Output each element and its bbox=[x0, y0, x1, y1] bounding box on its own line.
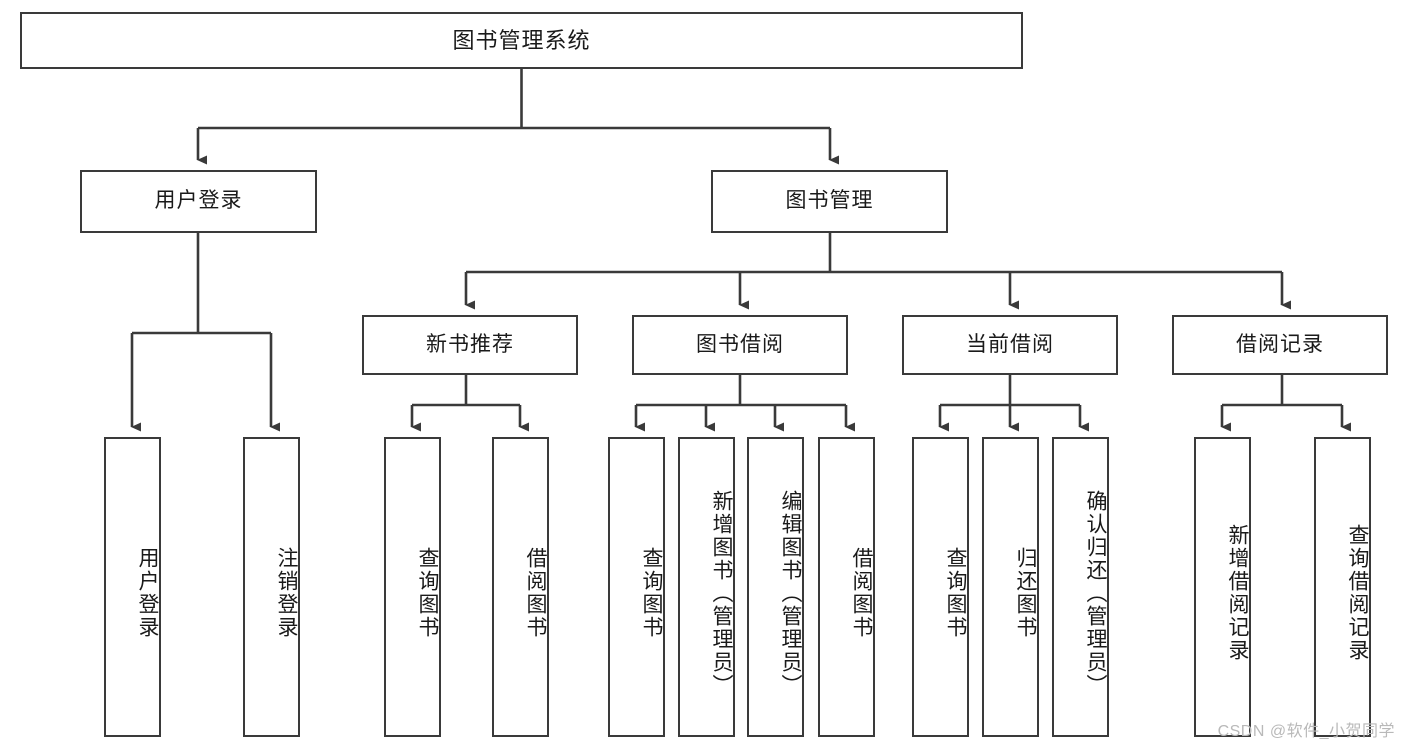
leaf-add-book-admin[interactable]: 新增图书（管理员） bbox=[678, 437, 735, 737]
node-label: 确认归还（管理员） bbox=[1084, 489, 1107, 697]
node-label: 新书推荐 bbox=[426, 332, 514, 356]
csdn-watermark: CSDN @软件_小贺同学 bbox=[1217, 723, 1395, 740]
leaf-edit-book-admin[interactable]: 编辑图书（管理员） bbox=[747, 437, 804, 737]
node-label: 用户登录 bbox=[136, 547, 159, 639]
leaf-query-book-3[interactable]: 查询图书 bbox=[912, 437, 969, 737]
leaf-user-login[interactable]: 用户登录 bbox=[104, 437, 161, 737]
node-label: 借阅图书 bbox=[524, 547, 547, 639]
node-new-book-recommendation[interactable]: 新书推荐 bbox=[362, 315, 578, 375]
node-label: 查询借阅记录 bbox=[1346, 524, 1369, 662]
leaf-query-book-1[interactable]: 查询图书 bbox=[384, 437, 441, 737]
node-label: 借阅图书 bbox=[850, 547, 873, 639]
node-user-login[interactable]: 用户登录 bbox=[80, 170, 317, 233]
node-label: 新增借阅记录 bbox=[1226, 524, 1249, 662]
node-root-book-management-system[interactable]: 图书管理系统 bbox=[20, 12, 1023, 69]
leaf-add-borrowing-record[interactable]: 新增借阅记录 bbox=[1194, 437, 1251, 737]
node-current-borrowing[interactable]: 当前借阅 bbox=[902, 315, 1118, 375]
leaf-borrow-book-1[interactable]: 借阅图书 bbox=[492, 437, 549, 737]
node-borrowing-record[interactable]: 借阅记录 bbox=[1172, 315, 1388, 375]
leaf-logout[interactable]: 注销登录 bbox=[243, 437, 300, 737]
node-label: 借阅记录 bbox=[1236, 332, 1324, 356]
node-label: 图书管理 bbox=[785, 189, 874, 213]
node-label: 注销登录 bbox=[275, 547, 298, 639]
node-label: 查询图书 bbox=[640, 547, 663, 639]
leaf-confirm-return-admin[interactable]: 确认归还（管理员） bbox=[1052, 437, 1109, 737]
node-label: 图书借阅 bbox=[696, 332, 784, 356]
node-label: 查询图书 bbox=[416, 547, 439, 639]
node-label: 当前借阅 bbox=[966, 332, 1054, 356]
node-book-borrowing[interactable]: 图书借阅 bbox=[632, 315, 848, 375]
leaf-query-borrowing-record[interactable]: 查询借阅记录 bbox=[1314, 437, 1371, 737]
leaf-borrow-book-2[interactable]: 借阅图书 bbox=[818, 437, 875, 737]
node-label: 图书管理系统 bbox=[452, 27, 591, 53]
leaf-return-book[interactable]: 归还图书 bbox=[982, 437, 1039, 737]
node-label: 用户登录 bbox=[154, 189, 243, 213]
node-label: 编辑图书（管理员） bbox=[779, 489, 802, 697]
leaf-query-book-2[interactable]: 查询图书 bbox=[608, 437, 665, 737]
node-label: 查询图书 bbox=[944, 547, 967, 639]
node-label: 归还图书 bbox=[1014, 547, 1037, 639]
node-book-management[interactable]: 图书管理 bbox=[711, 170, 948, 233]
node-label: 新增图书（管理员） bbox=[710, 489, 733, 697]
